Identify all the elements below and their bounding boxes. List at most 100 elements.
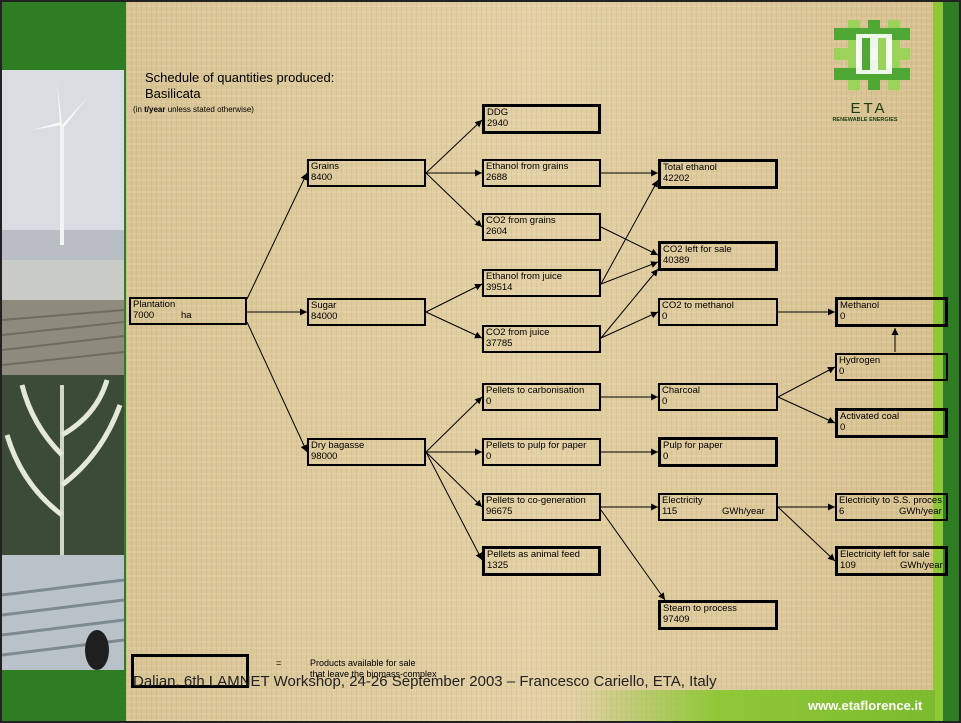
node-value: 40389 — [663, 255, 690, 266]
node-label: Pellets as animal feed — [487, 549, 580, 560]
right-accent-bar-dark — [943, 2, 959, 721]
legend-equals: = — [276, 658, 282, 668]
node-value: 0 — [662, 396, 668, 407]
solar-panel-photo — [2, 555, 124, 670]
node-value: 0 — [663, 451, 669, 462]
node-label: DDG — [487, 107, 509, 118]
node-label: CO2 from juice — [486, 327, 550, 338]
node-label: CO2 left for sale — [663, 244, 732, 255]
footer-citation: Dalian, 6th LAMNET Workshop, 24-26 Septe… — [133, 673, 717, 690]
node-plantation: Plantation 7000 ha — [129, 297, 247, 325]
node-label: CO2 to methanol — [662, 300, 734, 311]
logo-wordmark: ETA — [850, 100, 888, 117]
node-value: 115 — [662, 506, 678, 517]
node-total-ethanol: Total ethanol 42202 — [658, 159, 778, 189]
node-unit: GWh/year — [900, 560, 943, 571]
node-value: 0 — [840, 311, 846, 322]
node-label: Ethanol from grains — [486, 161, 569, 172]
node-value: 1325 — [487, 560, 509, 571]
node-ethanol-from-juice: Ethanol from juice 39514 — [482, 269, 601, 297]
node-electricity-left-for-sale: Electricity left for sale 109 GWh/year — [835, 546, 948, 576]
node-ddg: DDG 2940 — [482, 104, 601, 134]
node-co2-left-for-sale: CO2 left for sale 40389 — [658, 241, 778, 271]
node-value: 0 — [839, 366, 845, 377]
node-value: 97409 — [663, 614, 690, 625]
node-value: 0 — [486, 396, 492, 407]
node-label: Charcoal — [662, 385, 701, 396]
node-label: Grains — [311, 161, 339, 172]
node-pulp-for-paper: Pulp for paper 0 — [658, 437, 778, 467]
node-label: Pellets to carbonisation — [486, 385, 585, 396]
node-value: 0 — [840, 422, 846, 433]
node-pellets-to-pulp: Pellets to pulp for paper 0 — [482, 438, 601, 466]
node-label: Pulp for paper — [663, 440, 723, 451]
node-label: Electricity left for sale — [840, 549, 930, 560]
node-label: Hydrogen — [839, 355, 881, 366]
node-co2-from-grains: CO2 from grains 2604 — [482, 213, 601, 241]
logo-subtitle: RENEWABLE ENERGIES — [832, 117, 898, 123]
node-label: Sugar — [311, 300, 337, 311]
node-methanol: Methanol 0 — [835, 297, 948, 327]
node-value: 6 — [839, 506, 845, 517]
node-pellets-to-carbonisation: Pellets to carbonisation 0 — [482, 383, 601, 411]
node-unit: GWh/year — [899, 506, 942, 517]
page-subtitle-region: Basilicata — [145, 86, 201, 101]
photo-column — [2, 70, 124, 670]
node-label: Electricity — [662, 495, 703, 506]
node-co2-from-juice: CO2 from juice 37785 — [482, 325, 601, 353]
node-activated-coal: Activated coal 0 — [835, 408, 948, 438]
node-charcoal: Charcoal 0 — [658, 383, 778, 411]
node-label: Pellets to pulp for paper — [486, 440, 587, 451]
node-value: 2940 — [487, 118, 509, 129]
node-electricity: Electricity 115 GWh/year — [658, 493, 778, 521]
node-value: 37785 — [486, 338, 513, 349]
node-unit: ha — [181, 310, 192, 321]
node-value: 0 — [486, 451, 492, 462]
units-note: (in t/year unless stated otherwise) — [133, 105, 254, 114]
node-value: 98000 — [311, 451, 338, 462]
right-accent-bar-light — [933, 2, 943, 721]
eta-logo-icon — [834, 20, 910, 90]
node-value: 0 — [662, 311, 668, 322]
field-photo — [2, 260, 124, 375]
node-pellets-animal-feed: Pellets as animal feed 1325 — [482, 546, 601, 576]
node-label: Electricity to S.S. proces — [839, 495, 942, 506]
legend-text-line2: that leave the biomass-complex — [310, 669, 437, 679]
node-value: 84000 — [311, 311, 338, 322]
node-label: Dry bagasse — [311, 440, 365, 451]
node-value: 109 — [840, 560, 856, 571]
node-value: 7000 — [133, 310, 155, 321]
node-electricity-to-ss-process: Electricity to S.S. proces 6 GWh/year — [835, 493, 948, 521]
node-ethanol-from-grains: Ethanol from grains 2688 — [482, 159, 601, 187]
node-sugar: Sugar 84000 — [307, 298, 426, 326]
legend-text-line1: Products available for sale — [310, 658, 416, 668]
node-unit: GWh/year — [722, 506, 765, 517]
node-label: CO2 from grains — [486, 215, 556, 226]
node-value: 8400 — [311, 172, 333, 183]
node-label: Pellets to co-generation — [486, 495, 586, 506]
node-label: Total ethanol — [663, 162, 717, 173]
node-value: 2688 — [486, 172, 508, 183]
node-steam-to-process: Steam to process 97409 — [658, 600, 778, 630]
corn-plant-photo — [2, 375, 124, 555]
footer-green-band — [575, 690, 935, 721]
node-co2-to-methanol: CO2 to methanol 0 — [658, 298, 778, 326]
node-label: Methanol — [840, 300, 880, 311]
node-hydrogen: Hydrogen 0 — [835, 353, 948, 381]
node-pellets-to-cogeneration: Pellets to co-generation 96675 — [482, 493, 601, 521]
node-label: Plantation — [133, 299, 176, 310]
legend-sample-box — [131, 654, 249, 688]
node-label: Activated coal — [840, 411, 900, 422]
wind-turbine-photo — [2, 70, 124, 260]
node-grains: Grains 8400 — [307, 159, 426, 187]
node-value: 96675 — [486, 506, 513, 517]
node-dry-bagasse: Dry bagasse 98000 — [307, 438, 426, 466]
node-value: 39514 — [486, 282, 513, 293]
node-label: Ethanol from juice — [486, 271, 563, 282]
node-value: 42202 — [663, 173, 690, 184]
node-value: 2604 — [486, 226, 508, 237]
page-title: Schedule of quantities produced: — [145, 70, 335, 85]
node-label: Steam to process — [663, 603, 737, 614]
footer-url-link[interactable]: www.etaflorence.it — [808, 698, 923, 713]
